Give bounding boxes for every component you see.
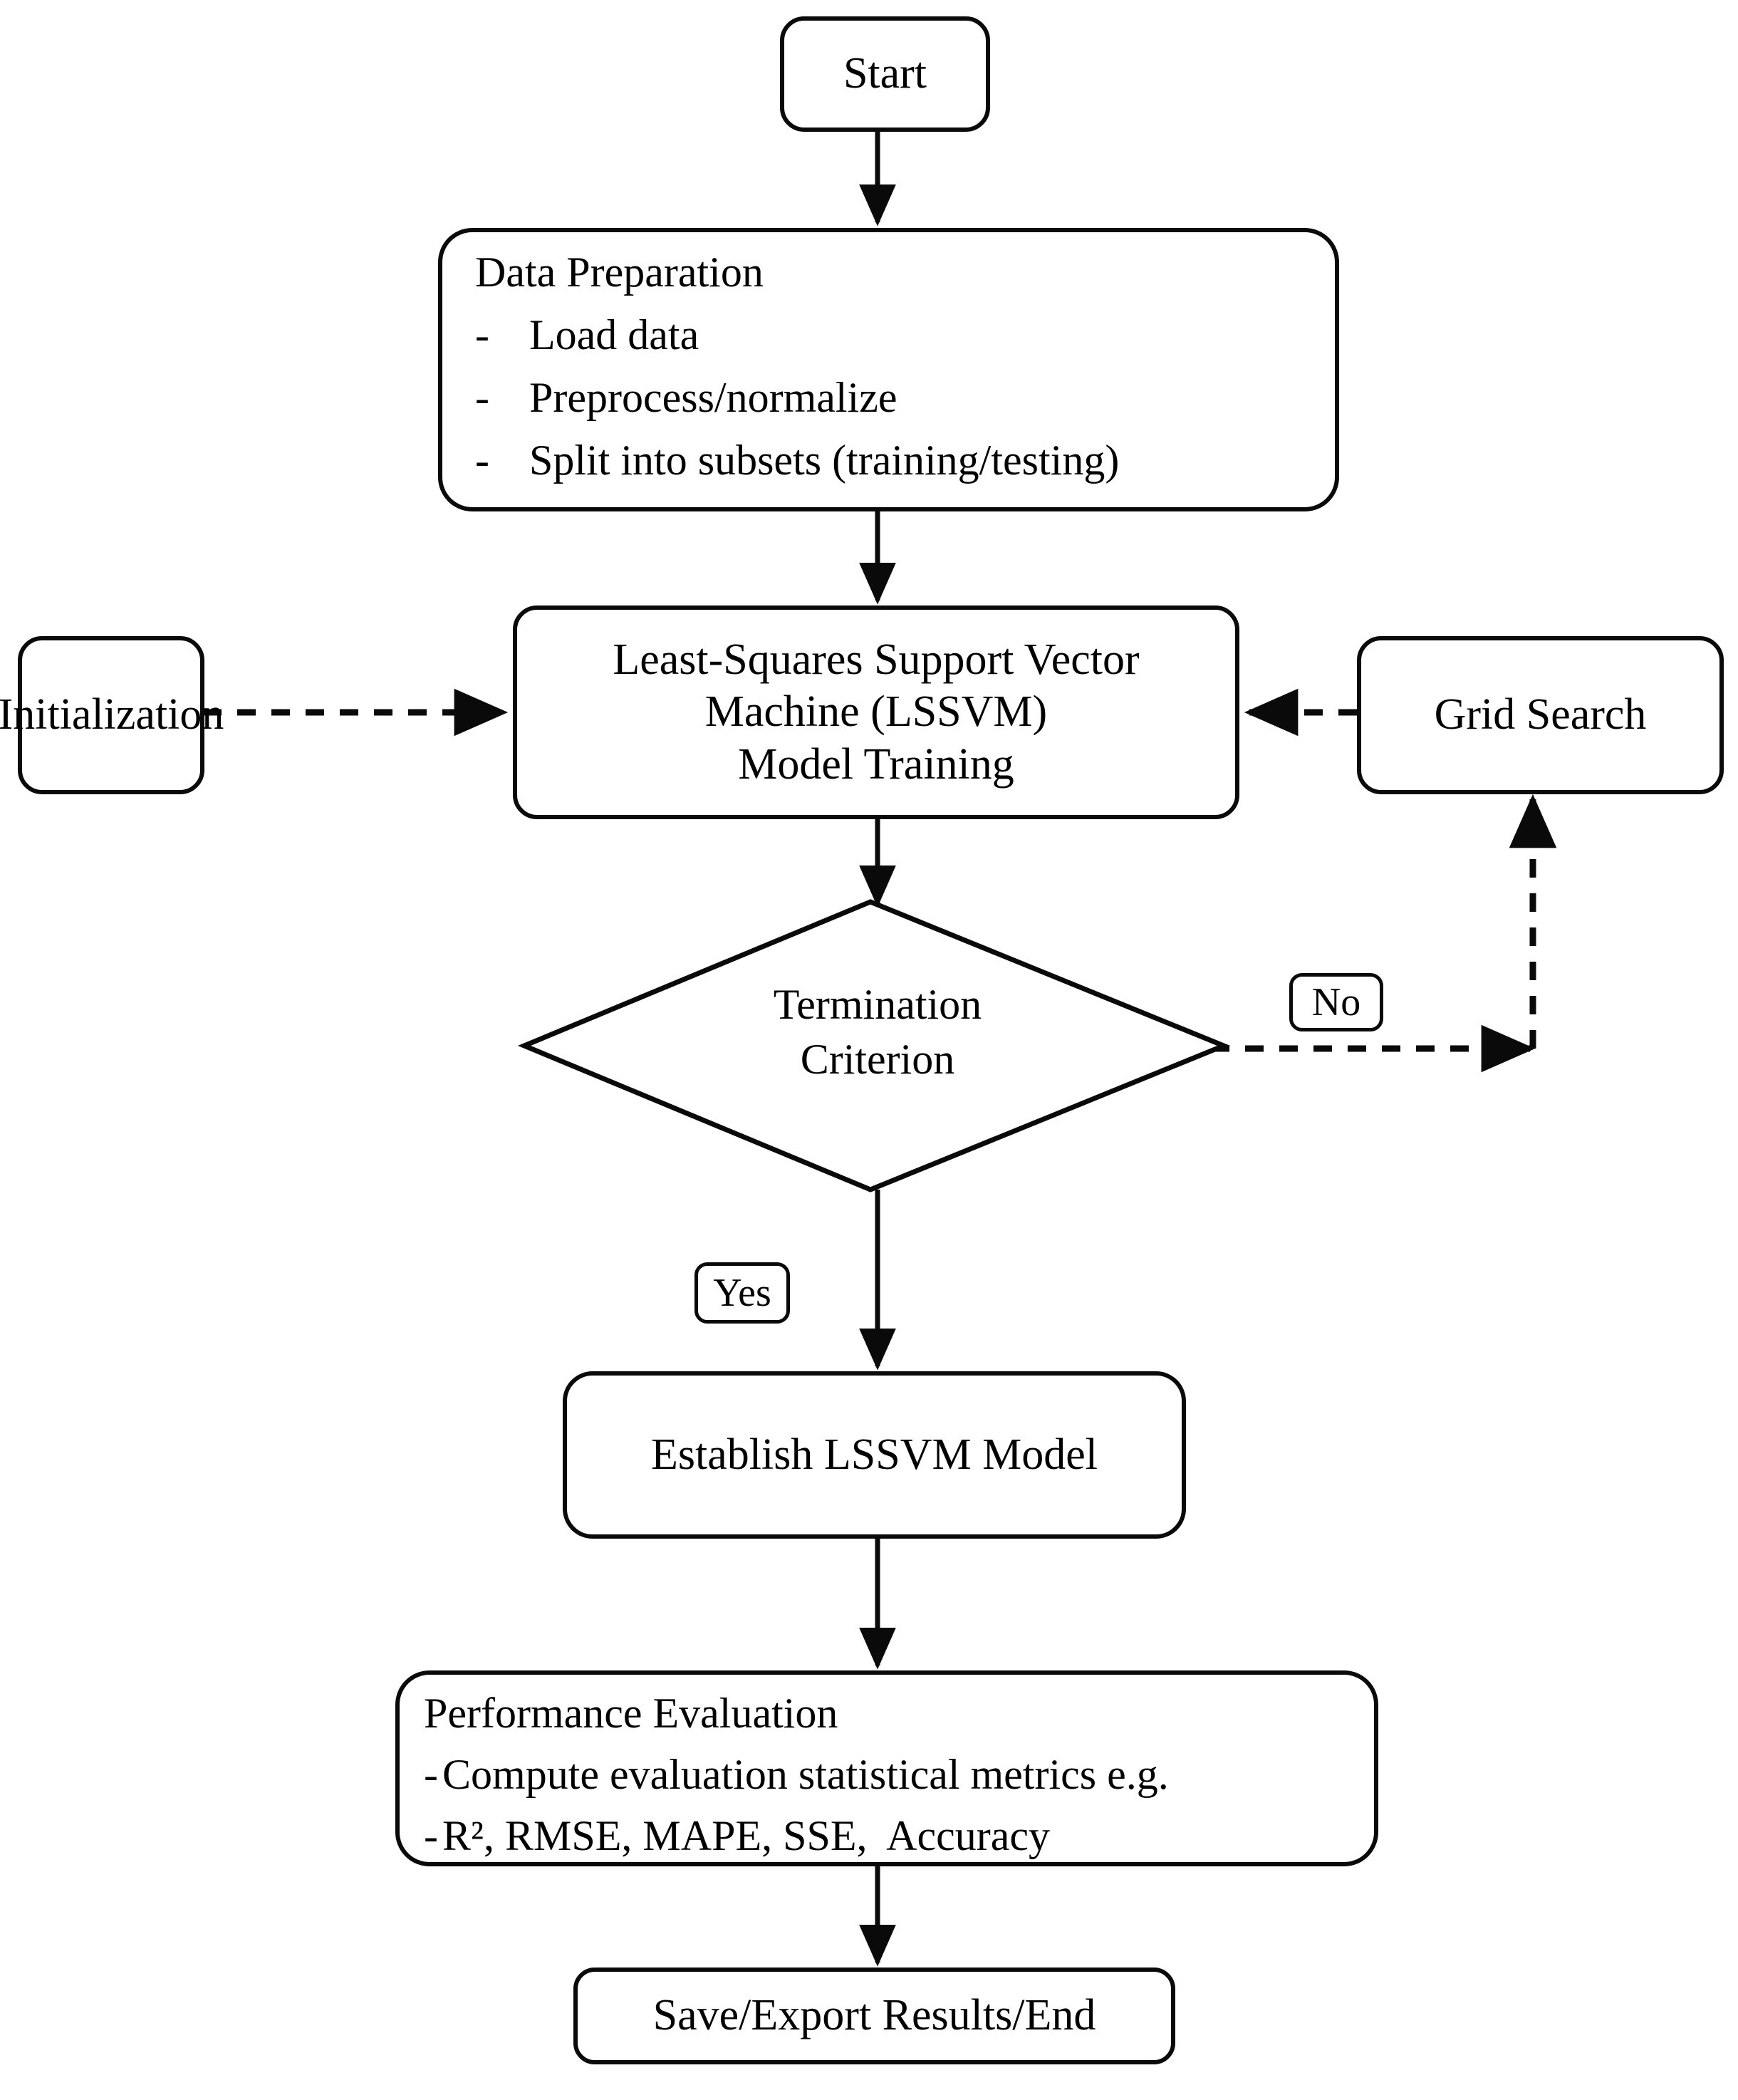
- node-data-preparation-item-label: Preprocess/normalize: [529, 374, 897, 421]
- edge-label-no: No: [1289, 973, 1383, 1031]
- node-termination-criterion-line: Termination: [773, 981, 982, 1028]
- node-performance-evaluation-item-label: R², RMSE, MAPE, SSE, Accuracy: [442, 1812, 1051, 1859]
- node-save-export[interactable]: Save/Export Results/End: [573, 1968, 1175, 2064]
- node-grid-search[interactable]: Grid Search: [1357, 636, 1724, 794]
- node-termination-criterion-text: Termination Criterion: [529, 977, 1227, 1087]
- node-start-label: Start: [843, 49, 927, 98]
- node-performance-evaluation-title: Performance Evaluation: [424, 1690, 838, 1737]
- bullet-dash: -: [424, 1812, 438, 1859]
- edge-label-yes: Yes: [694, 1262, 790, 1324]
- node-lssvm-training-line: Least-Squares Support Vector: [613, 635, 1140, 685]
- node-data-preparation-item: - Split into subsets (training/testing): [475, 439, 1318, 482]
- node-data-preparation-item: - Preprocess/normalize: [475, 376, 1318, 419]
- node-data-preparation-title: Data Preparation: [475, 249, 764, 296]
- node-data-preparation-item-label: Load data: [529, 311, 699, 358]
- node-start[interactable]: Start: [780, 16, 990, 132]
- node-lssvm-training[interactable]: Least-Squares Support Vector Machine (LS…: [513, 605, 1239, 819]
- node-establish-model-label: Establish LSSVM Model: [651, 1430, 1098, 1479]
- node-termination-criterion-line: Criterion: [800, 1035, 955, 1083]
- bullet-dash: -: [475, 374, 489, 421]
- node-lssvm-training-line: Machine (LSSVM): [704, 687, 1048, 737]
- bullet-dash: -: [475, 311, 489, 358]
- node-termination-criterion[interactable]: [517, 899, 1234, 1198]
- node-grid-search-label: Grid Search: [1434, 690, 1647, 739]
- bullet-dash: -: [475, 437, 489, 484]
- node-initialization-label: Initialization: [0, 690, 224, 739]
- node-data-preparation-item-label: Split into subsets (training/testing): [529, 437, 1120, 484]
- node-initialization[interactable]: Initialization: [0, 636, 224, 794]
- node-performance-evaluation-item-label: Compute evaluation statistical metrics e…: [442, 1751, 1169, 1798]
- edge-label-yes-text: Yes: [713, 1271, 771, 1315]
- bullet-dash: -: [424, 1751, 438, 1798]
- node-lssvm-training-line: Model Training: [738, 739, 1014, 789]
- node-performance-evaluation-item: - Compute evaluation statistical metrics…: [424, 1753, 1357, 1796]
- node-save-export-label: Save/Export Results/End: [652, 1991, 1096, 2040]
- node-data-preparation[interactable]: Data Preparation - Load data - Preproces…: [438, 228, 1339, 511]
- node-establish-model[interactable]: Establish LSSVM Model: [563, 1371, 1186, 1539]
- node-data-preparation-item: - Load data: [475, 313, 1318, 356]
- node-performance-evaluation-item: - R², RMSE, MAPE, SSE, Accuracy: [424, 1814, 1357, 1857]
- edge-label-no-text: No: [1311, 980, 1361, 1024]
- node-performance-evaluation[interactable]: Performance Evaluation - Compute evaluat…: [395, 1670, 1378, 1866]
